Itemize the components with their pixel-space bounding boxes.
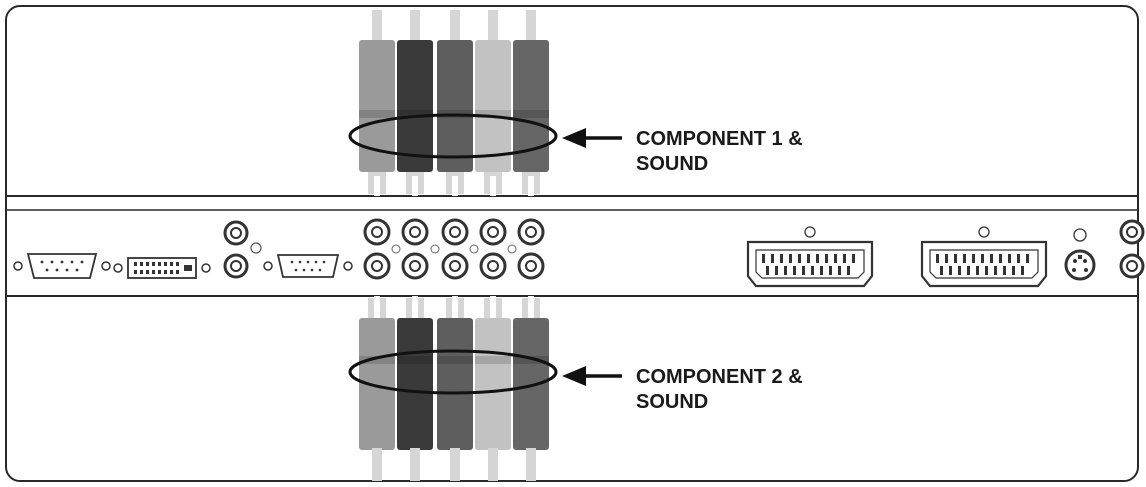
rca-jack-icon (223, 253, 249, 279)
bottom-group-ellipse (348, 349, 558, 395)
component-rca-grid (363, 218, 545, 280)
rca-plug (437, 10, 473, 196)
top-group-ellipse (348, 113, 558, 159)
rca-jack-icon (479, 218, 507, 246)
diagram-frame (5, 5, 1139, 482)
rca-jack-icon (363, 252, 391, 280)
rca-jack-icon (441, 252, 469, 280)
rca-plug (359, 296, 395, 481)
rca-jack-icon (223, 220, 249, 246)
rca-jack-icon (1119, 219, 1145, 245)
rca-jack-icon (401, 218, 429, 246)
d-sub-15-icon (263, 254, 353, 278)
rca-jack-icon (1119, 253, 1145, 279)
bottom-callout-line2: SOUND (636, 391, 708, 413)
connector-panel (6, 195, 1145, 297)
rca-plug (513, 296, 549, 481)
rca-plug (397, 10, 433, 196)
screw-mark (507, 244, 517, 254)
screw-mark (469, 244, 479, 254)
audio-rca-pair (223, 220, 262, 279)
top-callout-line1: COMPONENT 1 & (636, 128, 803, 150)
rca-plug (513, 10, 549, 196)
screw-mark (391, 244, 401, 254)
rca-plug (475, 10, 511, 196)
screw-mark (430, 244, 440, 254)
s-video-icon (1064, 228, 1096, 281)
rca-plug (359, 10, 395, 196)
top-cable-bundle (359, 10, 549, 196)
top-callout-line2: SOUND (636, 153, 708, 175)
scart-21-pin-icon (746, 226, 874, 288)
bottom-callout-line1: COMPONENT 2 & (636, 366, 803, 388)
rca-jack-icon (363, 218, 391, 246)
arrow-left-icon (562, 128, 622, 148)
bottom-cable-bundle (359, 296, 549, 481)
dvi-port-icon (113, 257, 211, 279)
rca-jack-icon (479, 252, 507, 280)
rca-jack-icon (517, 252, 545, 280)
scart-21-pin-icon (920, 226, 1048, 288)
rca-jack-icon (441, 218, 469, 246)
arrow-left-icon (562, 366, 622, 386)
d-sub-15-icon (13, 253, 111, 279)
rca-jack-icon (517, 218, 545, 246)
rca-jack-icon (401, 252, 429, 280)
